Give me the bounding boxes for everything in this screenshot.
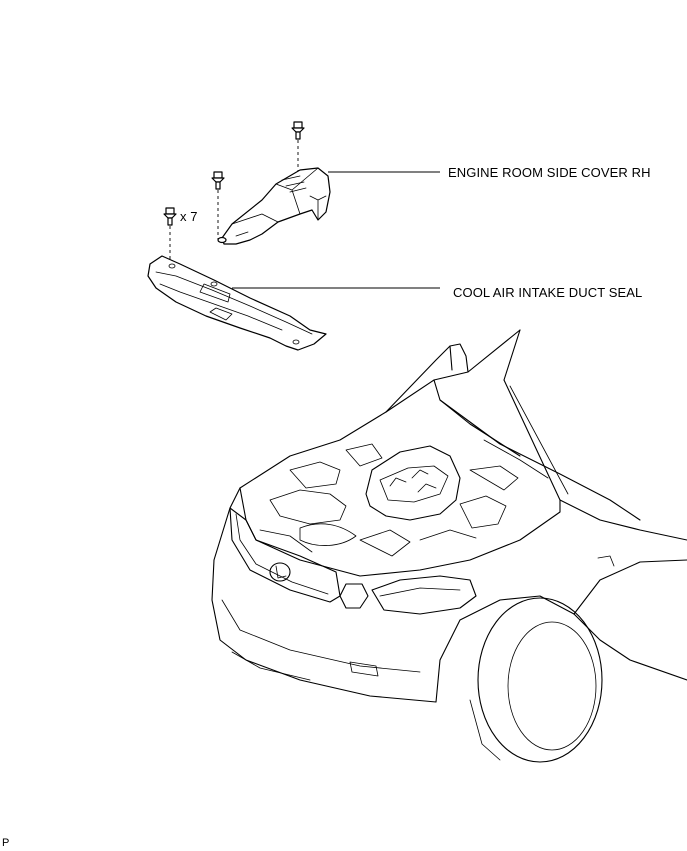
emblem-icon — [269, 562, 291, 582]
engine-room-side-cover — [217, 167, 331, 245]
clip-icon-top — [291, 121, 305, 140]
clip-icon-x7 — [163, 207, 177, 226]
label-corner-mark: P — [2, 837, 10, 849]
vehicle-front-drawing — [211, 329, 687, 763]
cool-air-intake-duct-seal — [147, 255, 327, 351]
label-engine-room-side-cover: ENGINE ROOM SIDE COVER RH — [448, 165, 651, 180]
label-clip-count: x 7 — [180, 209, 198, 224]
front-wheel — [477, 597, 603, 763]
clip-icon-middle — [211, 171, 225, 190]
label-cool-air-intake-duct-seal: COOL AIR INTAKE DUCT SEAL — [453, 285, 643, 300]
